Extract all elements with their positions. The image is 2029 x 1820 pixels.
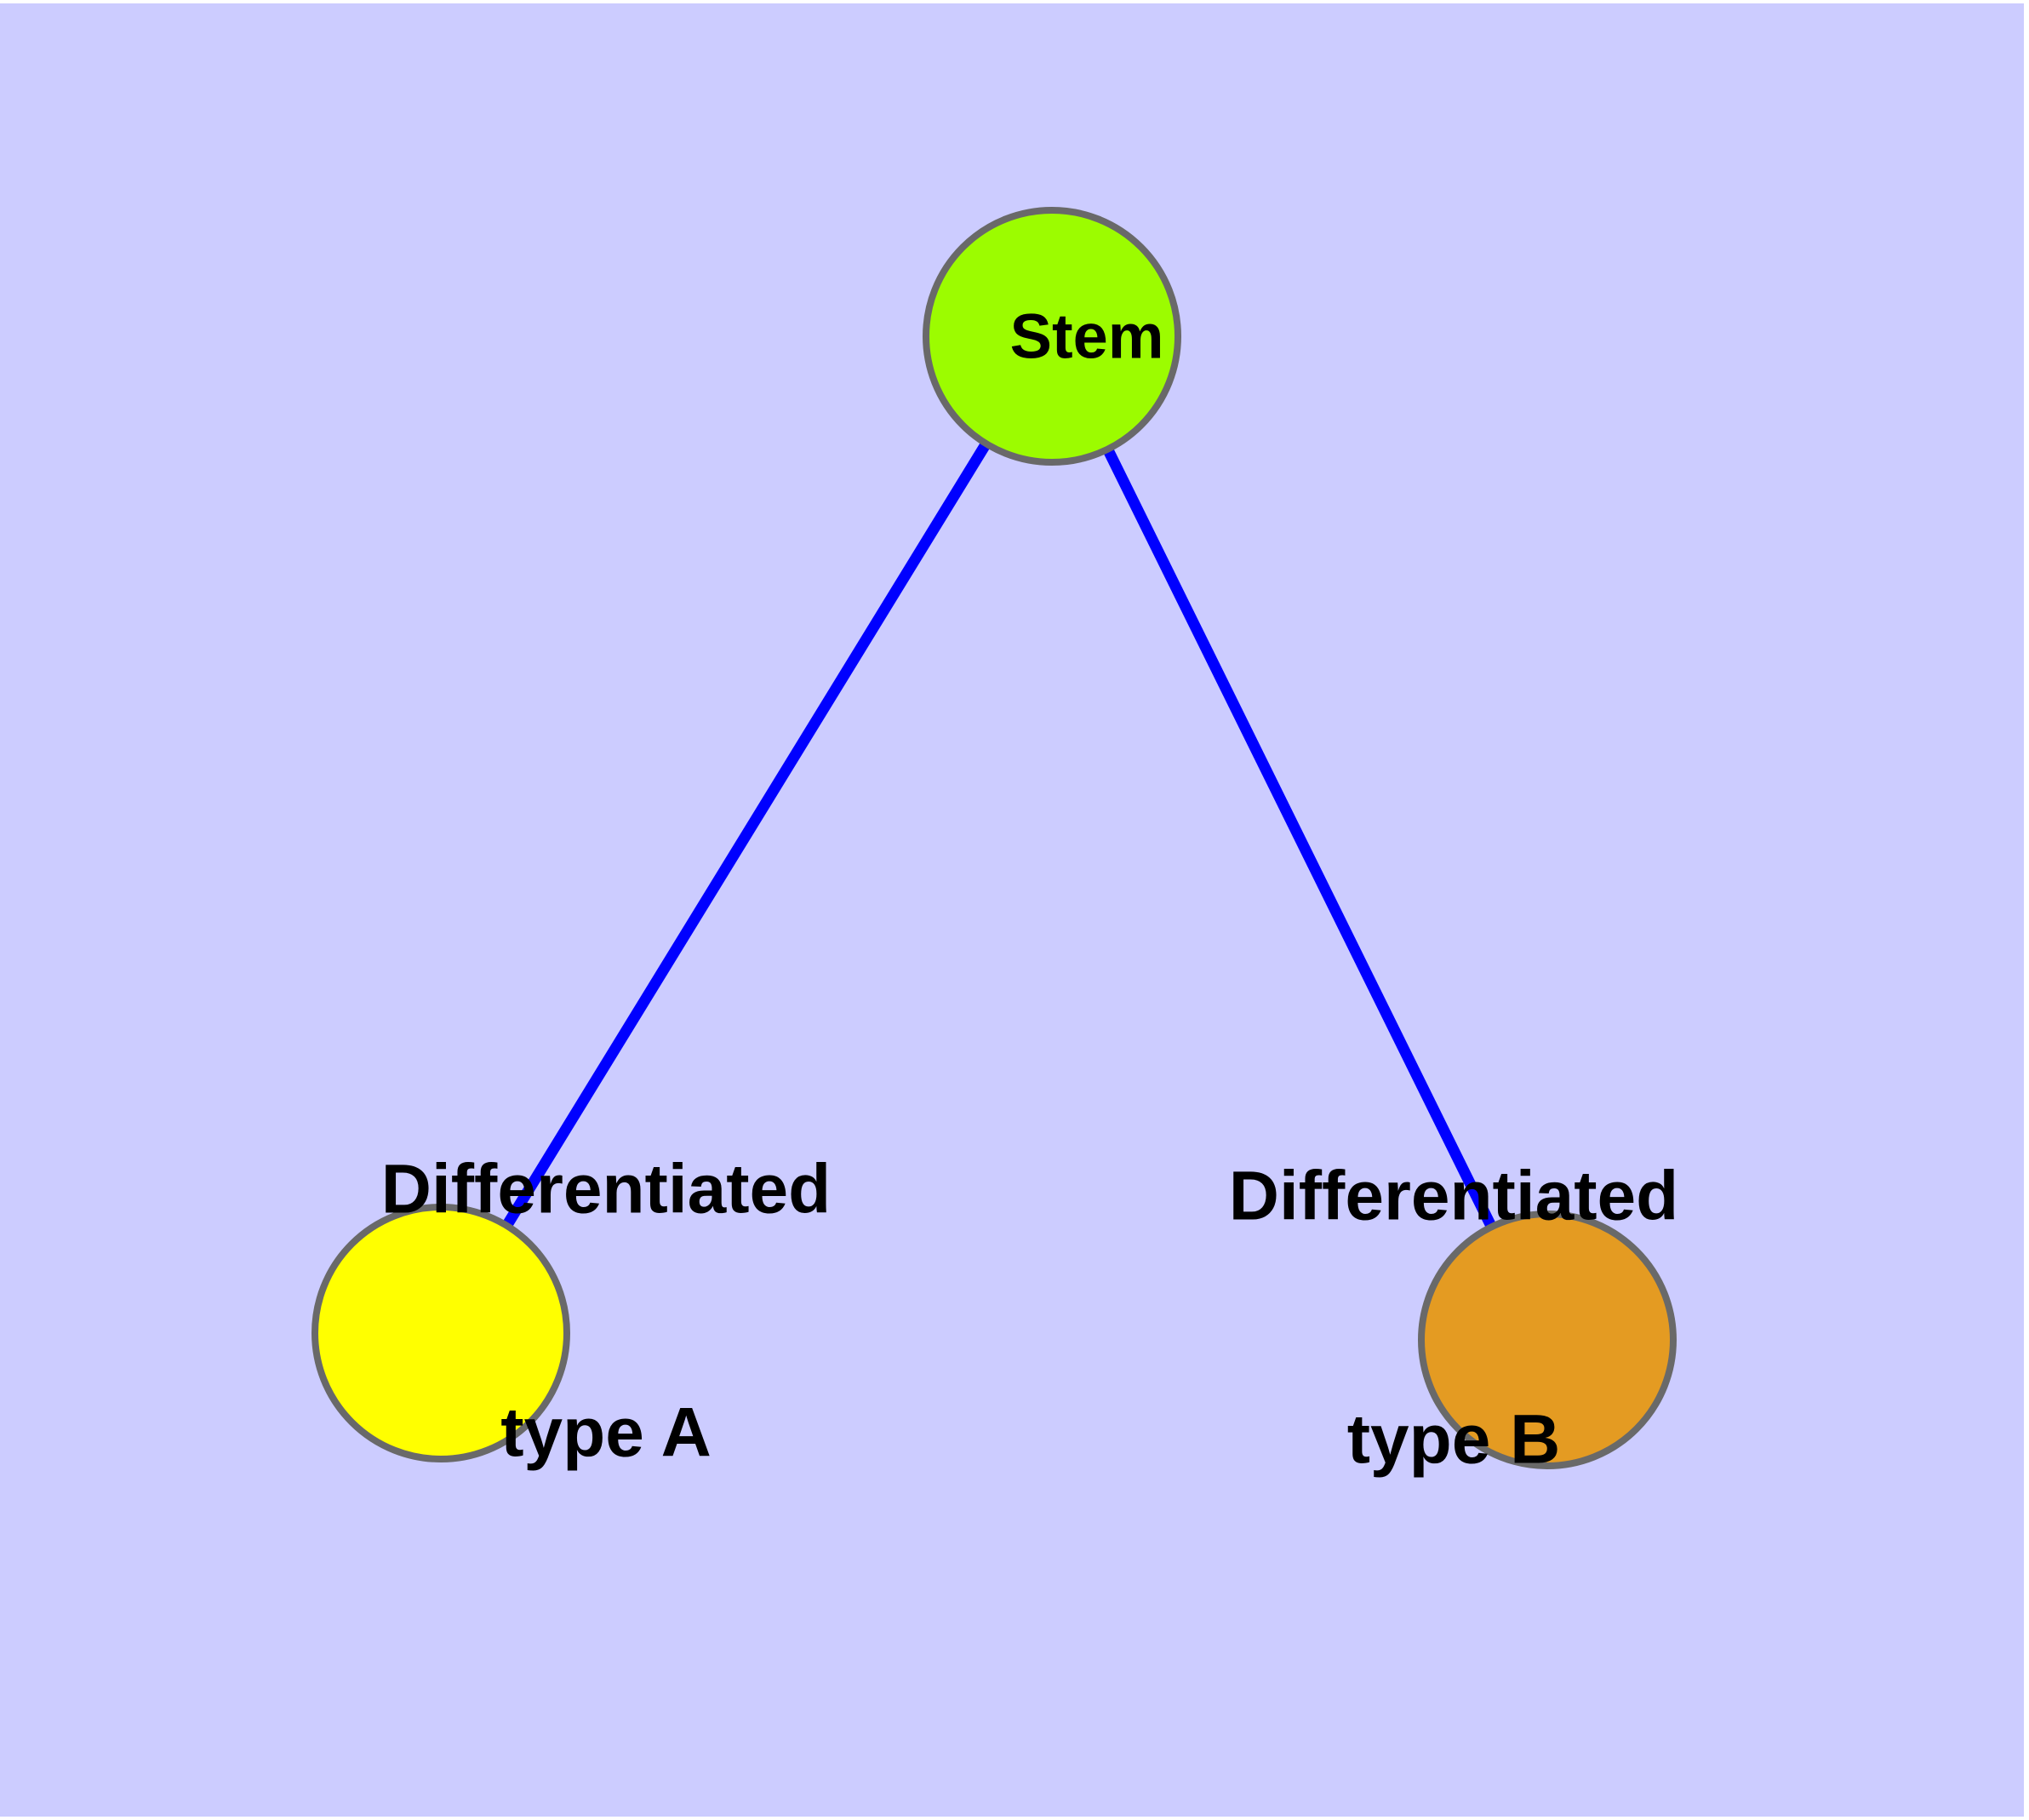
node-diff-a-circle[interactable] <box>311 1204 570 1462</box>
edge-layer <box>436 333 1552 1342</box>
node-layer <box>311 207 1677 1469</box>
node-stem-circle[interactable] <box>923 207 1181 466</box>
node-diff-b-circle[interactable] <box>1418 1210 1677 1469</box>
edge-stem-to-diff-a <box>436 333 1057 1336</box>
edge-stem-to-diff-b <box>1047 334 1552 1342</box>
